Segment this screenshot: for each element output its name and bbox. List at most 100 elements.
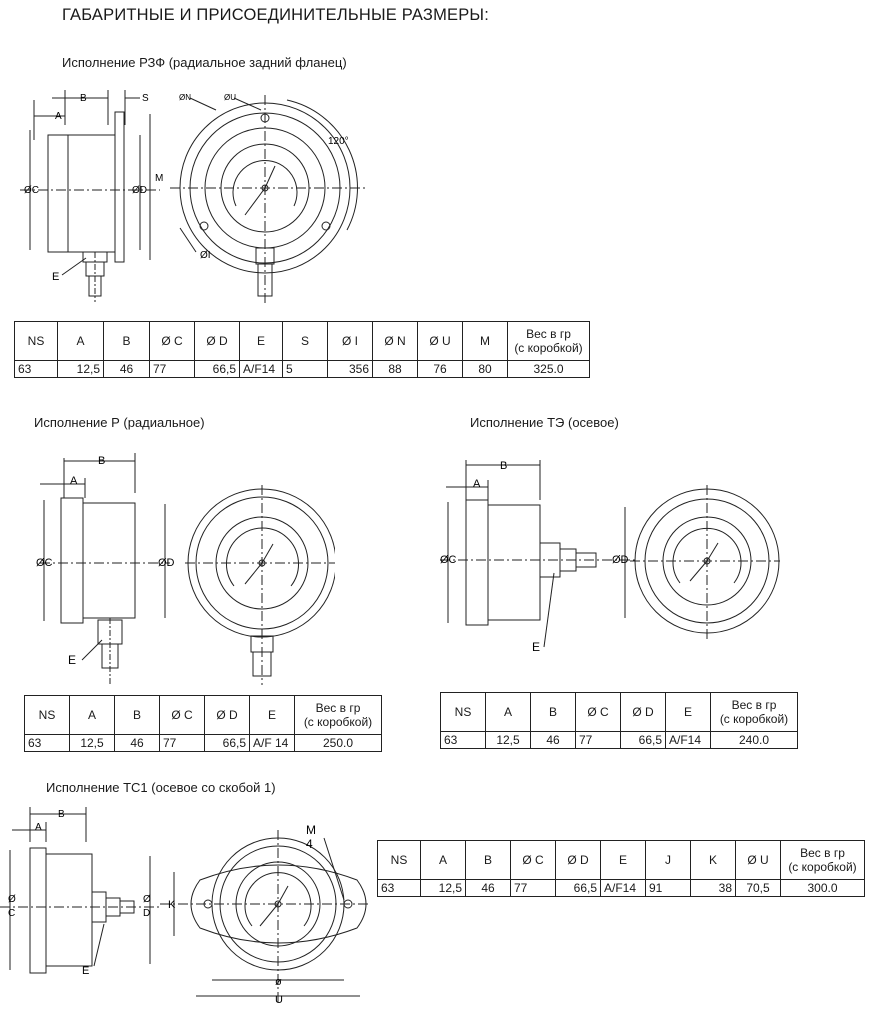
th: Ø C — [510, 840, 556, 880]
td: 46 — [530, 731, 576, 749]
th: A — [57, 321, 104, 361]
rzf-label-i: ØI — [200, 250, 211, 261]
r-label-b: B — [98, 455, 105, 467]
te-label-e: E — [532, 640, 540, 654]
td: 91 — [645, 879, 691, 897]
td: 46 — [465, 879, 511, 897]
th: B — [530, 692, 576, 732]
td: 77 — [510, 879, 556, 897]
tc1-label-o: ø — [275, 976, 282, 988]
rzf-label-c: ØC — [24, 185, 39, 196]
td: 250.0 — [294, 734, 382, 752]
td: 66,5 — [620, 731, 666, 749]
th: NS — [24, 695, 70, 735]
r-label-d: ØD — [158, 557, 175, 569]
td: 12,5 — [420, 879, 466, 897]
th: NS — [440, 692, 486, 732]
spec-table-r: NS A B Ø C Ø D E Вес в гр(с коробкой) 63… — [24, 695, 382, 752]
tc1-label-c1: Ø — [8, 894, 16, 905]
te-label-a: A — [473, 478, 481, 490]
th: E — [249, 695, 295, 735]
th: E — [665, 692, 711, 732]
spec-table-rzf: NS A B Ø C Ø D E S Ø I Ø N Ø U M Вес в г… — [14, 321, 590, 378]
td: A/F14 — [665, 731, 711, 749]
td: 46 — [114, 734, 160, 752]
table-row: 63 12,5 46 77 66,5 A/F14 91 38 70,5 300.… — [377, 879, 865, 897]
th: B — [465, 840, 511, 880]
td: 46 — [103, 360, 150, 378]
td: 77 — [149, 360, 195, 378]
td: 77 — [159, 734, 205, 752]
tc1-label-a: A — [35, 822, 42, 833]
th: A — [420, 840, 466, 880]
td: 356 — [327, 360, 373, 378]
drawing-tc1-side-view: B A Ø C Ø D E — [0, 807, 160, 977]
section-title-te: Исполнение ТЭ (осевое) — [470, 415, 619, 430]
td: 80 — [462, 360, 508, 378]
td: 63 — [377, 879, 421, 897]
td: 66,5 — [555, 879, 601, 897]
th: B — [103, 321, 150, 361]
r-label-a: A — [70, 475, 78, 487]
tc1-label-e: E — [82, 965, 89, 977]
th: S — [282, 321, 328, 361]
rzf-label-n: ØN — [179, 93, 191, 102]
section-title-r: Исполнение Р (радиальное) — [34, 415, 205, 430]
td: 66,5 — [204, 734, 250, 752]
th: M — [462, 321, 508, 361]
th: Вес в гр(с коробкой) — [507, 321, 590, 361]
th: E — [600, 840, 646, 880]
th: A — [485, 692, 531, 732]
te-label-d: ØD — [612, 554, 629, 566]
rzf-label-e: E — [52, 271, 59, 283]
drawing-rzf-side-view: B S A ØC ØD M E — [20, 90, 163, 302]
tc1-label-d2: D — [143, 908, 150, 919]
th: E — [239, 321, 283, 361]
th: Ø N — [372, 321, 418, 361]
rzf-label-d: ØD — [132, 185, 147, 196]
tc1-label-m1: M — [306, 823, 316, 837]
th: Ø C — [575, 692, 621, 732]
th: J — [645, 840, 691, 880]
th: B — [114, 695, 160, 735]
td: 70,5 — [735, 879, 781, 897]
tc1-label-m2: 4 — [306, 837, 313, 851]
section-title-rzf: Исполнение РЗФ (радиальное задний фланец… — [62, 55, 347, 70]
td: 325.0 — [507, 360, 590, 378]
td: 63 — [14, 360, 58, 378]
tc1-label-u: U — [275, 994, 283, 1006]
tc1-label-b: B — [58, 809, 65, 820]
td: 76 — [417, 360, 463, 378]
td: 12,5 — [69, 734, 115, 752]
th: Ø D — [204, 695, 250, 735]
th: A — [69, 695, 115, 735]
td: A/F14 — [239, 360, 283, 378]
rzf-label-a: A — [55, 111, 62, 122]
th: Вес в гр(с коробкой) — [780, 840, 865, 880]
td: 66,5 — [194, 360, 240, 378]
th: Ø D — [194, 321, 240, 361]
drawing-tc1-front-view: M 4 K ø U — [160, 823, 370, 1006]
td: 5 — [282, 360, 328, 378]
r-label-c: ØC — [36, 557, 53, 569]
th: K — [690, 840, 736, 880]
te-label-b: B — [500, 460, 507, 472]
th: Ø U — [417, 321, 463, 361]
td: 88 — [372, 360, 418, 378]
tc1-label-c2: C — [8, 908, 15, 919]
th: Вес в гр(с коробкой) — [710, 692, 798, 732]
td: A/F14 — [600, 879, 646, 897]
rzf-label-angle: 120° — [328, 136, 349, 147]
rzf-label-m: M — [155, 173, 163, 184]
th: Ø D — [620, 692, 666, 732]
td: 77 — [575, 731, 621, 749]
drawing-te-side-view: B A ØC ØD E — [440, 460, 635, 654]
drawing-r-front-view — [185, 485, 335, 685]
drawing-rzf-front-view: ØN ØU 120° ØI — [170, 93, 365, 305]
section-title-tc1: Исполнение ТС1 (осевое со скобой 1) — [46, 780, 276, 795]
rzf-label-s: S — [142, 93, 149, 104]
table-row: 63 12,5 46 77 66,5 A/F14 240.0 — [440, 731, 798, 749]
td: 240.0 — [710, 731, 798, 749]
td: 38 — [690, 879, 736, 897]
td: A/F 14 — [249, 734, 295, 752]
